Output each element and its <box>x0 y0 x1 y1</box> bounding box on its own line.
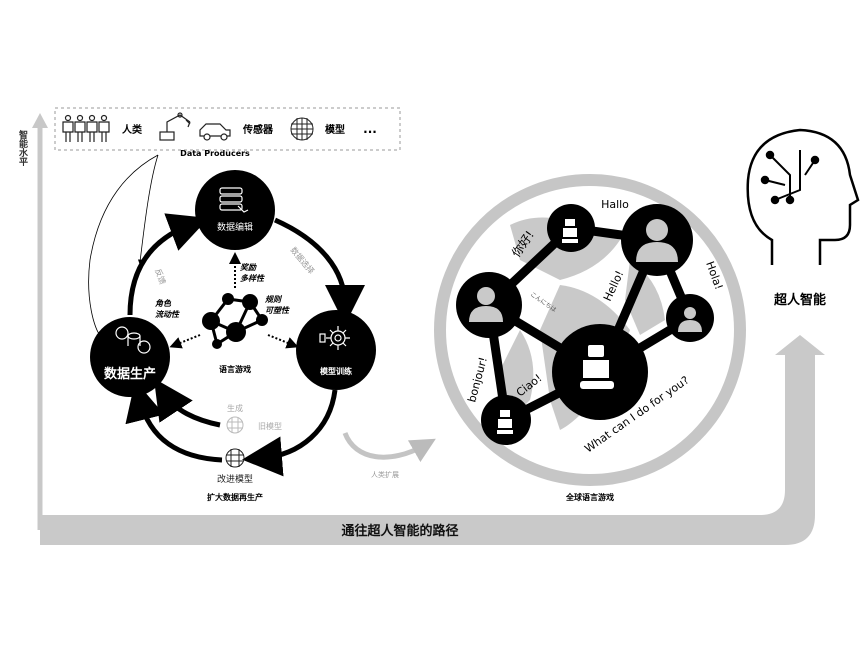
old-model-label: 旧模型 <box>258 421 282 431</box>
humans-label: 人类 <box>122 123 142 136</box>
human-expansion-label: 人类扩展 <box>371 470 399 479</box>
intelligence-axis <box>32 113 48 530</box>
global-caption: 全球语言游戏 <box>565 492 614 502</box>
ai-head-icon <box>746 128 860 265</box>
car-icon <box>199 123 231 141</box>
people-icon <box>62 114 110 142</box>
plasticity-label: 可塑性 <box>265 306 290 315</box>
more-label: ... <box>363 122 377 136</box>
model-training-node <box>296 310 376 390</box>
role-label: 角色 <box>155 299 172 308</box>
generate-label: 生成 <box>227 403 243 413</box>
path-band <box>40 335 825 545</box>
greeting-bonjour: bonjour! <box>465 356 490 404</box>
producer-arrow <box>88 154 159 337</box>
data-selection-arrow <box>273 217 365 325</box>
cycle-caption: 扩大数据再生产 <box>207 492 263 502</box>
old-model-arrow <box>153 378 221 428</box>
improved-model-arrow <box>125 380 223 463</box>
data-production-label: 数据生产 <box>104 366 156 382</box>
axis-label: 智能水平 <box>17 129 28 167</box>
producer-arrow <box>137 154 159 265</box>
path-label: 通往超人智能的路径 <box>341 523 458 539</box>
database-hand-icon <box>219 187 249 213</box>
human-node <box>456 272 522 338</box>
robot-icon <box>497 219 614 434</box>
fluidity-label: 流动性 <box>155 310 180 319</box>
neural-net-icon <box>290 117 314 141</box>
models-label: 模型 <box>325 123 345 136</box>
rule-arrow <box>267 334 299 349</box>
data-selection-label: 数据选择 <box>288 245 316 276</box>
reward-label: 奖励 <box>240 263 257 272</box>
greeting-hello: Hello! <box>601 269 626 304</box>
human-expansion-arrow <box>342 431 436 463</box>
feedback-label: 反馈 <box>153 267 168 285</box>
gears-database-icon <box>115 326 151 354</box>
language-game-network <box>202 293 268 349</box>
ai-chip-icon <box>319 326 350 350</box>
user-icon <box>469 219 702 332</box>
greeting-hallo: Hallo <box>601 198 629 211</box>
feedback-arrow <box>127 213 209 316</box>
data-producers-box <box>54 107 401 151</box>
global-ring <box>434 174 746 486</box>
improved-model-label: 改进模型 <box>217 473 253 485</box>
old-model-icon <box>226 416 244 434</box>
robot-arm-icon <box>159 112 191 141</box>
sensors-label: 传感器 <box>242 123 274 136</box>
improved-model-icon <box>225 448 245 468</box>
training-arrow <box>242 389 338 477</box>
data-producers-caption: Data Producers <box>180 149 250 158</box>
rule-label: 规则 <box>264 295 283 304</box>
data-editing-label: 数据编辑 <box>217 221 253 233</box>
data-production-node <box>90 317 170 397</box>
superhuman-label: 超人智能 <box>774 292 826 308</box>
role-arrow <box>169 334 201 349</box>
diversity-label: 多样性 <box>240 274 265 283</box>
model-training-label: 模型训练 <box>320 366 352 376</box>
language-game-label: 语言游戏 <box>219 364 251 374</box>
